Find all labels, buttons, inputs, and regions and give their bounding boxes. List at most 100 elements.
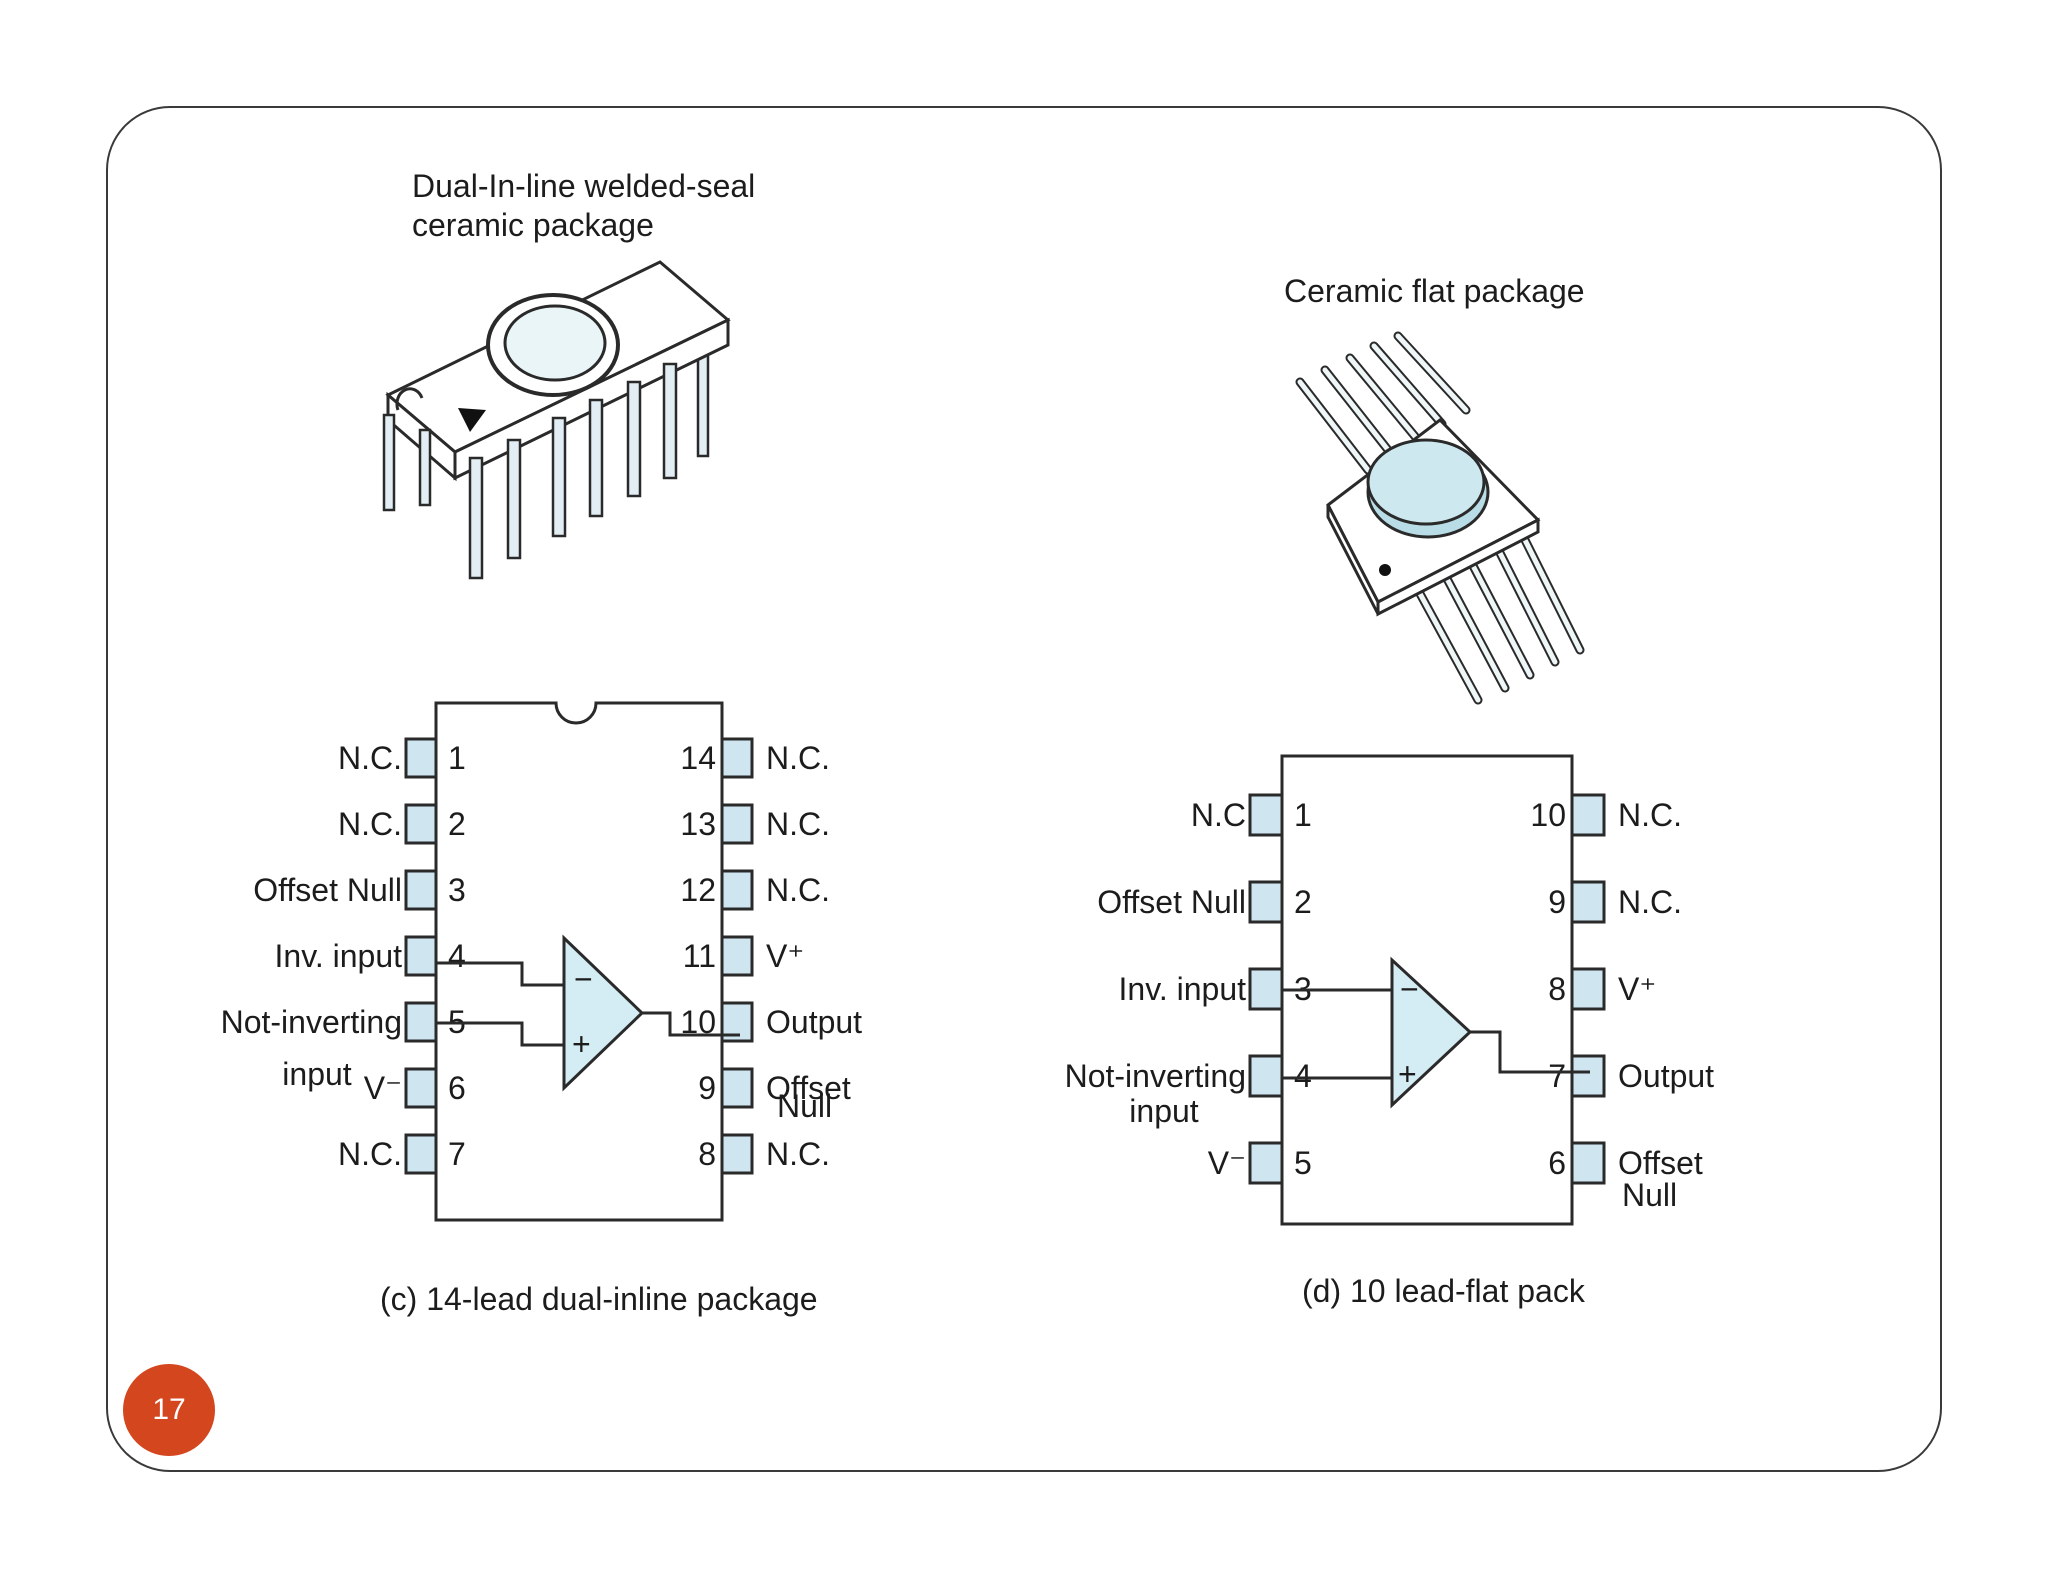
flat10-pin-number-5: 5 <box>1294 1145 1312 1181</box>
flat10-minus-sign: − <box>1400 971 1419 1007</box>
dip14-pin-label-1: N.C. <box>338 740 402 776</box>
dip14-pin-pad-1 <box>404 737 438 779</box>
dip14-pin-label-10: Output <box>766 1004 862 1040</box>
dip14-pin-number-6: 6 <box>448 1070 466 1106</box>
flat10-pin-pad-9 <box>1570 880 1606 924</box>
flat10-pin-label-9: N.C. <box>1618 884 1682 920</box>
dip14-caption: (c) 14-lead dual-inline package <box>380 1281 818 1317</box>
flat-bottom-leads <box>1413 525 1585 705</box>
flat10-pin-label-3: Inv. input <box>1119 971 1247 1007</box>
flat10-pin-pad-1 <box>1248 793 1284 837</box>
flat10-right-extra: Null <box>1622 1177 1677 1213</box>
flat10-wire-output <box>1470 1030 1590 1074</box>
flat10-pin-pad-10 <box>1570 793 1606 837</box>
dip14-pin-pad-4 <box>404 935 438 977</box>
flat10-pin-label-7: Output <box>1618 1058 1714 1094</box>
pin1-dot-icon <box>1379 564 1391 576</box>
dip14-pin-pad-11 <box>720 935 754 977</box>
dip14-left-extra: input <box>282 1056 352 1092</box>
dip14-pin-label-5: Not-inverting <box>221 1004 402 1040</box>
dip14-pin-number-1: 1 <box>448 740 466 776</box>
flat10-pin-pad-4 <box>1248 1054 1284 1098</box>
flat10-pin-number-6: 6 <box>1548 1145 1566 1181</box>
flat10-pin-pad-7 <box>1570 1054 1606 1098</box>
flat10-pin-label-8: V⁺ <box>1618 971 1656 1007</box>
dip14-pin-number-12: 12 <box>680 872 716 908</box>
dip14-pin-label-8: N.C. <box>766 1136 830 1172</box>
flat10-pin-pad-6 <box>1570 1141 1606 1185</box>
page-number-badge: 17 <box>123 1364 215 1456</box>
dip14-pin-pad-2 <box>404 803 438 845</box>
dip14-pin-number-11: 11 <box>683 938 716 974</box>
dip14-pin-label-14: N.C. <box>766 740 830 776</box>
flat10-pin-label-10: N.C. <box>1618 797 1682 833</box>
flat10-left-extra: input <box>1129 1093 1199 1129</box>
pin1-marker-icon <box>458 408 486 432</box>
dip14-pin-pad-10 <box>720 1001 754 1043</box>
flat10-pin-number-9: 9 <box>1548 884 1566 920</box>
dip14-pin-number-3: 3 <box>448 872 466 908</box>
flat10-pin-pad-2 <box>1248 880 1284 924</box>
flat10-caption: (d) 10 lead-flat pack <box>1302 1273 1586 1309</box>
flat10-pin-label-4: Not-inverting <box>1065 1058 1246 1094</box>
dip-ceramic-title-line1: Dual-In-line welded-seal <box>412 168 755 204</box>
flat10-pin-pad-8 <box>1570 967 1606 1011</box>
dip14-wire-output <box>642 1011 740 1037</box>
dip14-pin-label-13: N.C. <box>766 806 830 842</box>
dip14-pin-pad-13 <box>720 803 754 845</box>
dip14-pin-number-8: 8 <box>698 1136 716 1172</box>
flat10-pin-label-5: V⁻ <box>1208 1145 1246 1181</box>
dip14-pin-pad-3 <box>404 869 438 911</box>
flat10-pin-number-4: 4 <box>1294 1058 1312 1094</box>
dip14-pin-number-7: 7 <box>448 1136 466 1172</box>
dip14-pin-pad-6 <box>404 1067 438 1109</box>
dip14-pin-pad-9 <box>720 1067 754 1109</box>
dip14-pin-number-14: 14 <box>680 740 716 776</box>
seal-ring-inner <box>503 304 607 382</box>
flat10-pin-number-1: 1 <box>1294 797 1312 833</box>
flat10-opamp-symbol <box>1390 956 1473 1109</box>
flat10-pin-number-10: 10 <box>1530 797 1566 833</box>
dip-ceramic-title-line2: ceramic package <box>412 207 654 243</box>
dip-ceramic-illustration: Dual-In-line welded-seal ceramic package <box>382 168 755 580</box>
flat-ceramic-title: Ceramic flat package <box>1284 273 1585 309</box>
dip14-wire-inv <box>436 961 564 987</box>
dip14-pin-label-2: N.C. <box>338 806 402 842</box>
dip14-pin-number-4: 4 <box>448 938 466 974</box>
flat10-pin-number-8: 8 <box>1548 971 1566 1007</box>
dip-front-leads <box>382 362 678 580</box>
dip14-pin-label-4: Inv. input <box>275 938 403 974</box>
dip14-pin-pad-5 <box>404 1001 438 1043</box>
dip14-opamp-symbol <box>562 934 645 1092</box>
dip14-pin-number-13: 13 <box>680 806 716 842</box>
dip14-pin-label-12: N.C. <box>766 872 830 908</box>
flat-ceramic-illustration: Ceramic flat package <box>1284 273 1585 705</box>
flat10-plus-sign: + <box>1398 1056 1417 1092</box>
flat10-pin-pad-5 <box>1248 1141 1284 1185</box>
flat10-pin-label-2: Offset Null <box>1097 884 1246 920</box>
dip14-pin-label-3: Offset Null <box>253 872 402 908</box>
flat10-pin-label-1: N.C <box>1191 797 1246 833</box>
dip14-pin-label-11: V⁺ <box>766 938 804 974</box>
flat10-pin-number-2: 2 <box>1294 884 1312 920</box>
flat-body-front <box>1376 517 1540 617</box>
dip14-pin-pad-14 <box>720 737 754 779</box>
dip14-pin-pad-12 <box>720 869 754 911</box>
flat-lid <box>1366 438 1486 526</box>
flat10-pin-label-6: Offset <box>1618 1145 1703 1181</box>
slide-frame <box>106 106 1942 1472</box>
dip14-minus-sign: − <box>574 961 593 997</box>
dip14-pin-label-7: N.C. <box>338 1136 402 1172</box>
dip14-pin-label-9: Offset <box>766 1070 851 1106</box>
dip14-plus-sign: + <box>572 1026 591 1062</box>
dip14-pin-label-6: V⁻ <box>364 1070 402 1106</box>
dip-notch <box>395 387 424 411</box>
dip14-right-extra: Null <box>777 1088 832 1124</box>
